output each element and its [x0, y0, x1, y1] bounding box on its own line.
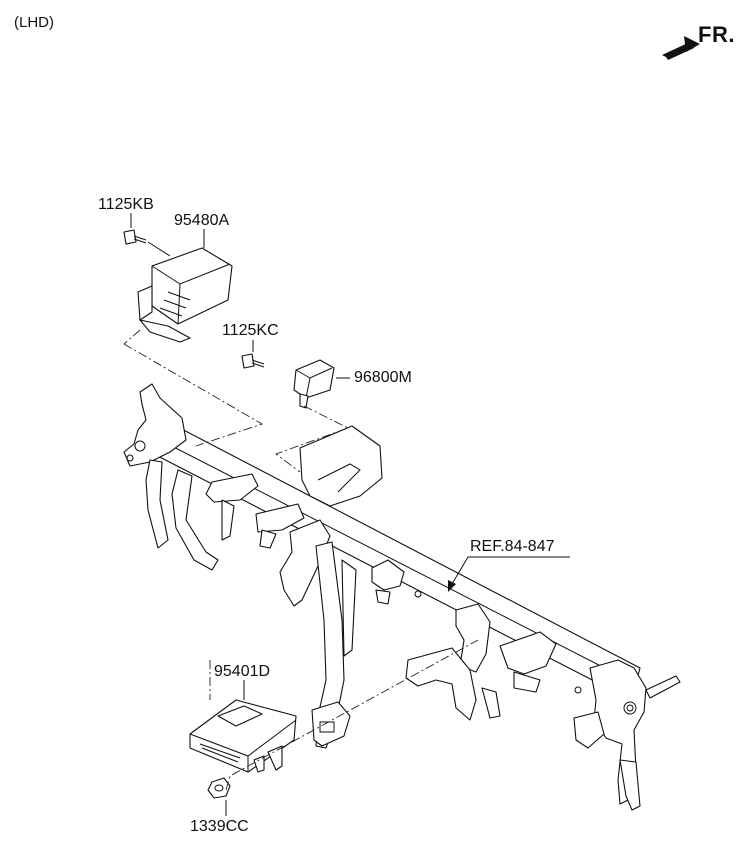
assembly-lines — [123, 329, 479, 791]
nut-1339cc-drawing — [207, 777, 231, 799]
part-label-1125kc: 1125KC — [222, 322, 279, 339]
variant-label: (LHD) — [14, 14, 54, 31]
module-96800m-drawing — [293, 359, 335, 409]
part-label-95480a: 95480A — [174, 212, 230, 229]
part-label-95401d: 95401D — [214, 663, 271, 680]
front-direction-arrow-icon — [662, 36, 700, 60]
bolt-1125kc-drawing — [241, 353, 265, 369]
part-label-1125kb: 1125KB — [98, 196, 154, 213]
front-direction-label: FR. — [698, 22, 735, 47]
part-label-96800m: 96800M — [354, 369, 412, 386]
ecu-95401d-drawing — [189, 699, 297, 773]
bolt-1125kb-drawing — [123, 229, 171, 257]
leader-lines — [130, 213, 570, 816]
module-95480a-drawing — [137, 247, 233, 343]
cowl-cross-bar — [123, 383, 681, 811]
reference-label: REF.84-847 — [470, 538, 555, 555]
part-label-1339cc: 1339CC — [190, 818, 249, 835]
